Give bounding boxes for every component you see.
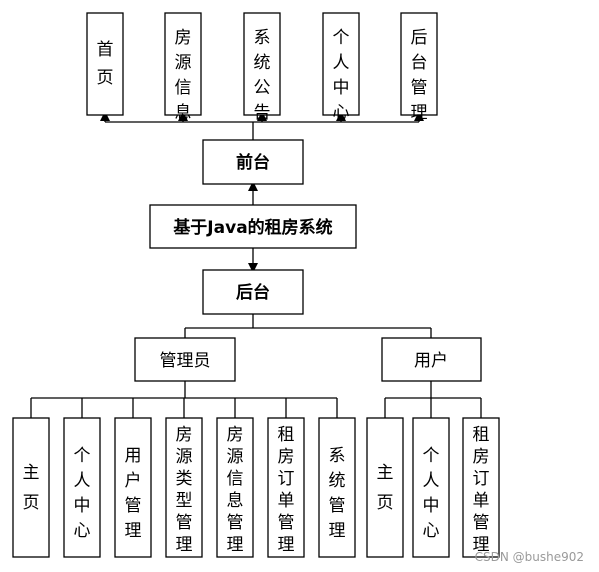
role-user-label: 用户: [414, 351, 448, 371]
admin-module-3-char: 房: [176, 425, 193, 445]
user-module-2-char: 订: [473, 469, 490, 489]
frontend-module-4-char: 后: [411, 28, 428, 48]
admin-module-5-char: 单: [278, 491, 295, 511]
admin-module-0-char: 主: [23, 463, 40, 483]
admin-module-5-char: 房: [278, 447, 295, 467]
frontend-module-3-char: 人: [333, 53, 350, 73]
admin-module-1-char: 个: [74, 446, 91, 466]
admin-module-1-char: 心: [74, 521, 91, 541]
admin-module-4-char: 管: [227, 513, 244, 533]
admin-module-6-char: 统: [329, 471, 346, 491]
frontend-module-4-char: 台: [411, 53, 428, 73]
watermark: CSDN @bushe902: [475, 550, 584, 564]
admin-module-3-char: 理: [176, 535, 193, 555]
admin-module-5-char: 租: [278, 425, 295, 445]
user-module-2-char: 理: [473, 535, 490, 555]
role-user-node: 用户: [381, 337, 482, 382]
backend-label: 后台: [236, 282, 270, 303]
frontend-module-0: 首页: [86, 12, 124, 116]
frontend-module-2-char: 告: [254, 103, 271, 123]
frontend-module-1-char: 房: [175, 28, 192, 48]
role-admin-label: 管理员: [160, 351, 211, 371]
user-module-2-char: 管: [473, 513, 490, 533]
frontend-module-3-char: 中: [333, 78, 350, 98]
admin-module-6-char: 理: [329, 521, 346, 541]
admin-module-6-char: 系: [329, 446, 346, 466]
frontend-module-4-char: 理: [411, 103, 428, 123]
admin-module-5-char: 订: [278, 469, 295, 489]
admin-module-4-char: 源: [227, 447, 244, 467]
admin-module-0-char: 页: [23, 493, 40, 513]
backend-node: 后台: [202, 269, 304, 315]
frontend-module-2-char: 系: [254, 28, 271, 48]
user-module-0: 主页: [366, 417, 404, 558]
user-module-1-char: 心: [423, 521, 440, 541]
admin-module-1-char: 中: [74, 496, 91, 516]
frontend-module-0-char: 页: [97, 68, 114, 88]
frontend-module-2-char: 公: [254, 78, 271, 98]
user-module-1-char: 个: [423, 446, 440, 466]
frontend-module-1-char: 息: [175, 103, 192, 123]
admin-module-3-char: 管: [176, 513, 193, 533]
connector-lines: [30, 111, 482, 418]
user-module-2-char: 租: [473, 425, 490, 445]
admin-module-0: 主页: [12, 417, 50, 558]
root-node: 基于Java的租房系统: [149, 204, 357, 249]
user-module-1-char: 人: [423, 471, 440, 491]
admin-module-4-char: 理: [227, 535, 244, 555]
admin-module-5-char: 理: [278, 535, 295, 555]
frontend-module-2-char: 统: [254, 53, 271, 73]
role-admin-node: 管理员: [134, 337, 236, 382]
admin-module-6-char: 管: [329, 496, 346, 516]
frontend-module-0-char: 首: [97, 40, 114, 60]
admin-module-2-char: 户: [125, 471, 142, 491]
admin-module-3-char: 源: [176, 447, 193, 467]
user-module-1-char: 中: [423, 496, 440, 516]
admin-module-4-char: 息: [227, 491, 244, 511]
user-module-0-char: 主: [377, 463, 394, 483]
user-module-2-char: 单: [473, 491, 490, 511]
admin-module-4-char: 信: [227, 469, 244, 489]
frontend-module-1-char: 信: [175, 78, 192, 98]
frontend-label: 前台: [236, 152, 270, 173]
user-module-0-char: 页: [377, 493, 394, 513]
frontend-module-3-char: 个: [333, 28, 350, 48]
admin-module-2-char: 管: [125, 496, 142, 516]
frontend-module-4-char: 管: [411, 78, 428, 98]
admin-module-3-char: 型: [176, 491, 193, 511]
admin-module-4-char: 房: [227, 425, 244, 445]
frontend-node: 前台: [202, 139, 304, 185]
frontend-module-1-char: 源: [175, 53, 192, 73]
admin-module-2-char: 理: [125, 521, 142, 541]
admin-module-1-char: 人: [74, 471, 91, 491]
user-module-2-char: 房: [473, 447, 490, 467]
system-title: 基于Java的租房系统: [172, 217, 332, 238]
admin-module-2-char: 用: [125, 446, 142, 466]
frontend-module-3-char: 心: [333, 103, 350, 123]
admin-module-3-char: 类: [176, 469, 193, 489]
admin-module-5-char: 管: [278, 513, 295, 533]
